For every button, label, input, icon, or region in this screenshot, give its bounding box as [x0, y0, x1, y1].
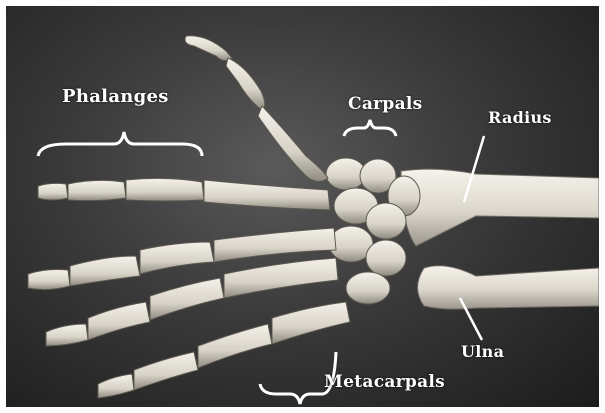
ulna-label: Ulna — [461, 342, 504, 361]
phalanges-bracket — [38, 132, 202, 156]
carpal-bones — [326, 158, 420, 304]
ulna-bone — [418, 266, 600, 309]
index-finger-bones — [38, 178, 330, 210]
phalanges-label: Phalanges — [62, 86, 169, 107]
thumb-bones — [185, 36, 328, 182]
hand-skeleton-illustration — [6, 6, 599, 407]
metacarpals-label: Metacarpals — [324, 372, 445, 392]
carpals-label: Carpals — [348, 94, 423, 114]
carpals-bracket — [344, 120, 396, 136]
radius-bone — [401, 169, 599, 246]
radius-label: Radius — [488, 108, 552, 127]
diagram-frame: Phalanges Carpals Radius Ulna Metacarpal… — [6, 6, 599, 407]
